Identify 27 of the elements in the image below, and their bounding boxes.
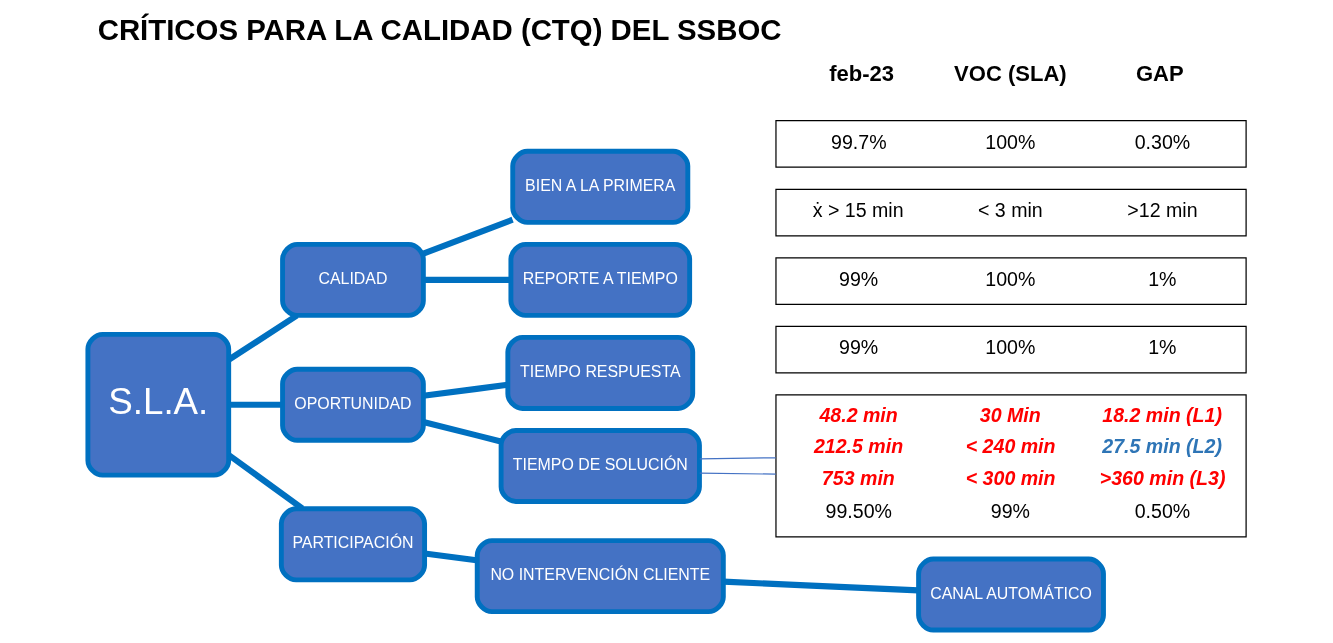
node-box: ẋ > 15 min < 3 min >12 min: [774, 188, 1247, 237]
node-box: NO INTERVENCIÓN CLIENTE: [474, 538, 726, 615]
node-box: TIEMPO RESPUESTA: [504, 334, 695, 411]
node-box: TIEMPO DE SOLUCIÓN: [498, 428, 702, 504]
connector: [422, 381, 508, 399]
node-box: 99% 100% 1%: [774, 325, 1247, 374]
connector: [228, 401, 282, 408]
node-box: PARTICIPACIÓN: [278, 506, 427, 583]
node-box: 48.2 min 30 Min 18.2 min (L1) 212.5 min < 240 min 27.5 min (L2) 753 min < 300 min >360 min (L3) 99.50% 99% 0.50%: [774, 394, 1247, 538]
node-box: S.L.A.: [84, 331, 231, 478]
connector: [698, 472, 776, 475]
connector: [422, 276, 511, 283]
connector: [421, 216, 514, 257]
connector: [722, 578, 918, 594]
node-box: BIEN A LA PRIMERA: [509, 148, 690, 225]
connector: [698, 457, 776, 460]
node-box: REPORTE A TIEMPO: [507, 241, 692, 318]
label: GAP: [1135, 60, 1184, 86]
connector: [422, 419, 502, 445]
node-box: CANAL AUTOMÁTICO: [915, 556, 1106, 633]
label: VOC (SLA): [953, 60, 1067, 86]
node-box: 99.7% 100% 0.30%: [774, 120, 1247, 168]
node-box: CALIDAD: [279, 241, 426, 318]
node-box: OPORTUNIDAD: [279, 366, 426, 443]
label: feb-23: [828, 60, 894, 86]
diagram-title: CRÍTICOS PARA LA CALIDAD (CTQ) DEL SSBOC: [97, 13, 781, 47]
node-box: 99% 100% 1%: [774, 257, 1247, 305]
